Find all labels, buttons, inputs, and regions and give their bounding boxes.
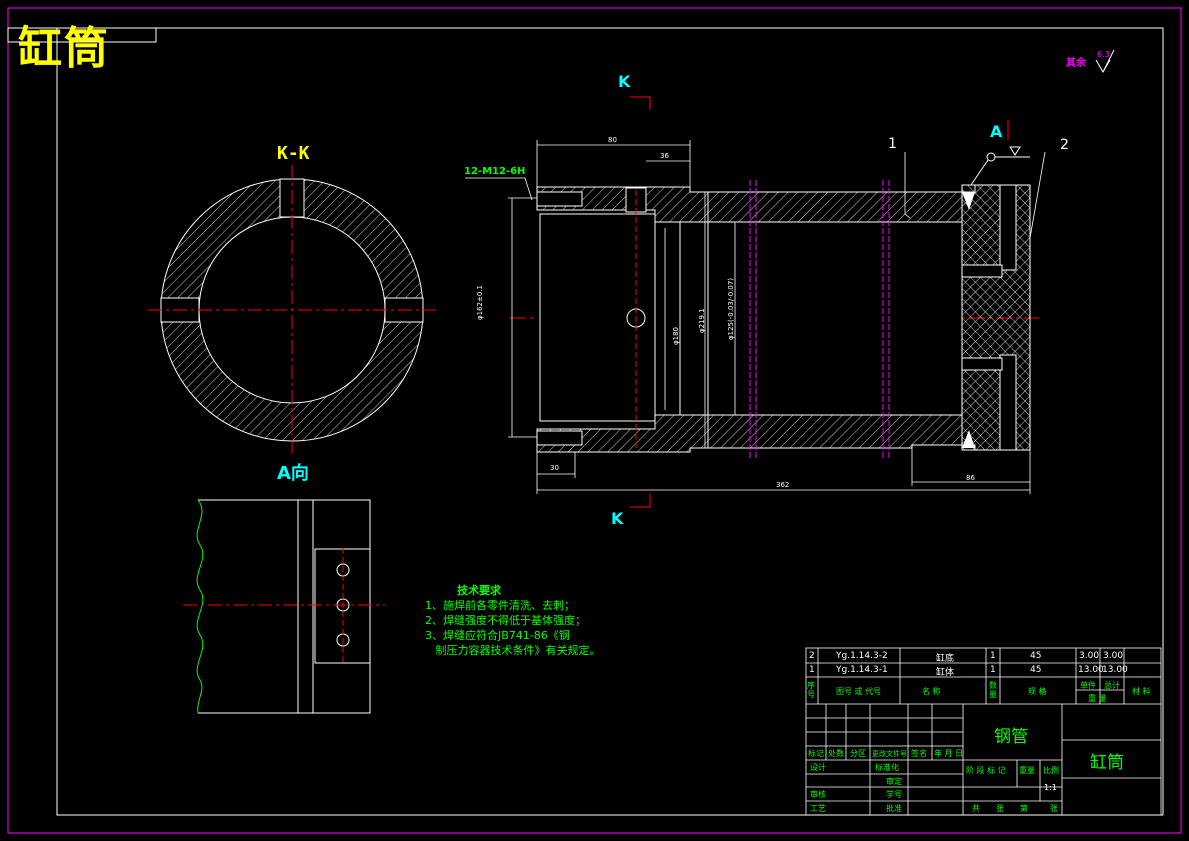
outer-frame <box>7 7 1182 834</box>
tech-requirements: 技术要求 1、施焊前各零件清洗、去刺； 2、焊缝强度不得低于基体强度； 3、焊缝… <box>425 583 601 658</box>
dim-80: 80 <box>608 136 617 144</box>
tech-item: 制压力容器技术条件》有关规定。 <box>425 644 601 657</box>
tb-approve: 批准 <box>886 804 902 813</box>
tb-student-no: 学号 <box>886 790 902 799</box>
drawing-title: 缸筒 <box>18 23 110 74</box>
tb-proofread: 审定 <box>886 777 902 786</box>
tb-weight: 重量 <box>1019 766 1035 775</box>
tb-sheet: 张 <box>1050 804 1058 813</box>
tb-sheet: 张 <box>996 804 1004 813</box>
part-row-total-wt: 13.00 <box>1102 665 1128 675</box>
tb-design: 设计 <box>810 763 826 772</box>
tb-sheet: 共 <box>972 804 980 813</box>
part-row-no: 1 <box>809 665 815 675</box>
part-row-name: 缸体 <box>936 668 955 678</box>
tb-label: 年 月 日 <box>934 749 964 758</box>
part-row-code: Yg.1.14.3-2 <box>836 651 888 661</box>
tb-sheet: 第 <box>1020 804 1028 813</box>
dim-dia-180: φ180 <box>672 327 680 345</box>
main-section-view <box>465 96 1046 508</box>
part-row-unit-wt: 13.00 <box>1078 665 1104 675</box>
tb-scale: 1:1 <box>1044 783 1057 792</box>
parts-header-code: 图号 或 代号 <box>836 687 882 696</box>
title-tag-box <box>7 27 157 43</box>
drawing-name: 缸筒 <box>1090 753 1124 773</box>
tech-heading: 技术要求 <box>457 584 501 597</box>
parts-header-total: 总计 <box>1104 681 1120 690</box>
section-label: K-K <box>277 143 310 164</box>
part-row-qty: 1 <box>990 665 996 675</box>
tech-item: 2、焊缝强度不得低于基体强度； <box>425 614 586 627</box>
roughness-value: 6.3 <box>1097 50 1110 59</box>
dim-30: 30 <box>550 464 559 472</box>
title-block-grid <box>805 647 1162 816</box>
parts-header-unit: 单件 <box>1080 681 1096 690</box>
part-row-total-wt: 3.00 <box>1103 651 1124 661</box>
dim-dia-219: φ219.1 <box>698 308 706 333</box>
a-mark: A <box>990 122 1003 141</box>
parts-header-weight: 重 量 <box>1088 694 1107 703</box>
parts-header-material: 材 料 <box>1132 687 1151 696</box>
roughness-label: 其余 <box>1066 58 1086 69</box>
balloon-2: 2 <box>1060 137 1069 153</box>
tb-standard: 标准化 <box>875 763 899 772</box>
parts-header-spec: 规 格 <box>1028 687 1047 696</box>
direction-label: A向 <box>277 463 309 484</box>
parts-header-no: 序号 <box>807 681 815 699</box>
dim-dia-125: φ125(-0.03/-0.07) <box>727 277 735 340</box>
part-row-code: Yg.1.14.3-1 <box>836 665 888 675</box>
cut-mark-top: K <box>618 72 631 91</box>
tb-label: 签名 <box>911 749 927 758</box>
tb-stage: 阶 段 标 记 <box>966 766 1006 775</box>
parts-header-name: 名 称 <box>922 687 941 696</box>
tb-process: 工艺 <box>810 804 826 813</box>
balloon-1: 1 <box>888 136 897 152</box>
dim-dia-162: φ162±0.1 <box>476 285 484 320</box>
cut-mark-bottom: K <box>611 509 624 528</box>
tb-label: 分区 <box>850 749 866 758</box>
tb-label: 更改文件号 <box>872 750 907 758</box>
part-row-name: 缸底 <box>936 654 955 664</box>
section-kk-view <box>148 165 436 455</box>
a-direction-view <box>183 499 385 714</box>
roughness-symbol <box>1095 49 1115 73</box>
tb-check: 审核 <box>810 790 826 799</box>
dim-86: 86 <box>966 474 975 482</box>
part-row-material: 45 <box>1030 665 1042 675</box>
part-row-qty: 1 <box>990 651 996 661</box>
part-row-no: 2 <box>809 651 815 661</box>
tb-scale-label: 比例 <box>1043 766 1059 775</box>
material-name: 钢管 <box>994 727 1028 747</box>
tb-label: 标记 <box>808 749 824 758</box>
dim-362: 362 <box>776 481 790 489</box>
dim-36: 36 <box>660 152 669 160</box>
parts-header-qty: 数量 <box>989 681 997 699</box>
inner-frame <box>56 27 1164 816</box>
part-row-unit-wt: 3.00 <box>1079 651 1100 661</box>
tech-item: 1、施焊前各零件清洗、去刺； <box>425 599 575 612</box>
part-row-material: 45 <box>1030 651 1042 661</box>
tech-item: 3、焊缝应符合JB741-86《钢 <box>425 629 570 642</box>
thread-callout: 12-M12-6H <box>464 166 526 177</box>
tb-label: 处数 <box>828 749 844 758</box>
